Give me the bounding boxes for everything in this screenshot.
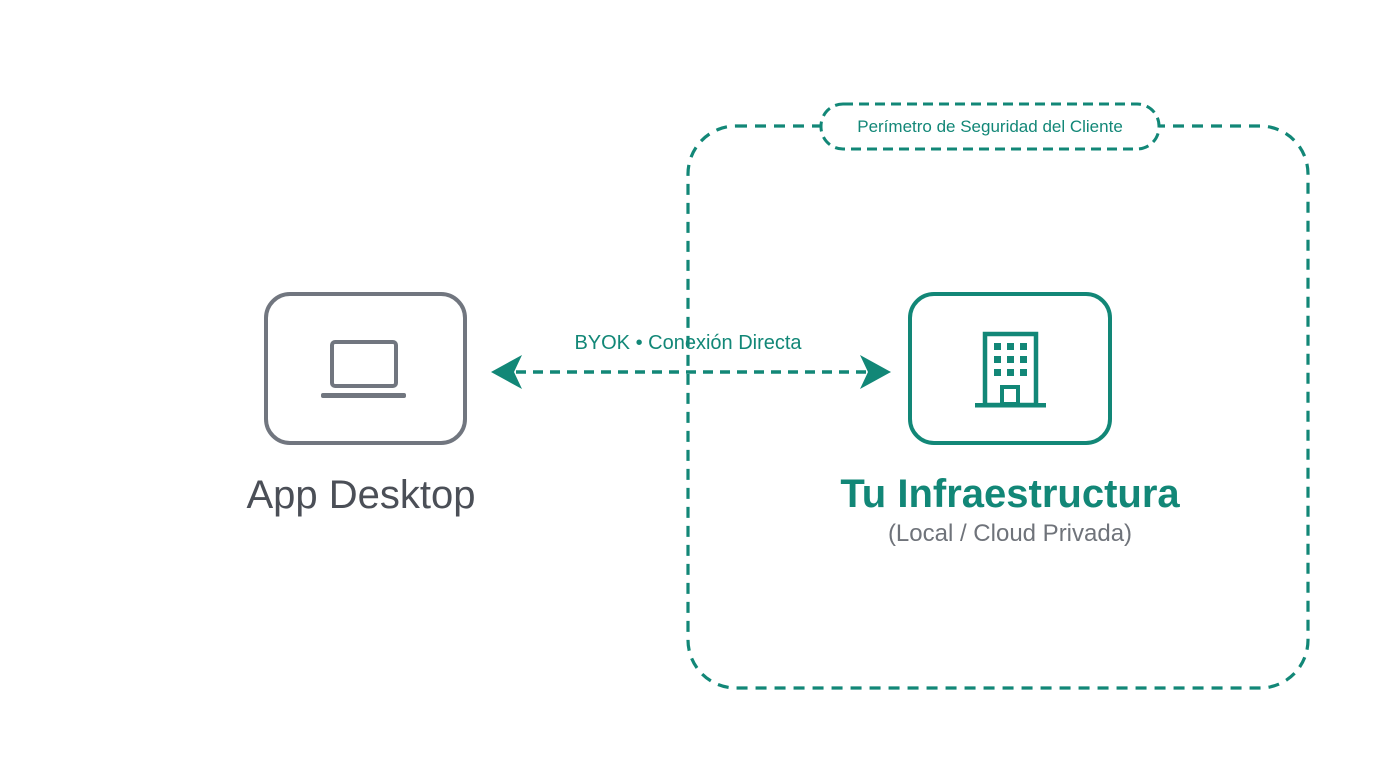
connection-label: BYOK • Conexión Directa	[574, 332, 802, 354]
infrastructure-node-sublabel: (Local / Cloud Privada)	[887, 520, 1133, 547]
building-icon	[975, 331, 1046, 408]
perimeter-label: Perímetro de Seguridad del Cliente	[857, 117, 1123, 136]
desktop-node	[264, 292, 467, 445]
desktop-node-label: App Desktop	[246, 473, 476, 517]
perimeter-label-pill	[819, 102, 1161, 151]
infrastructure-node-label: Tu Infraestructura	[840, 472, 1180, 516]
infrastructure-node	[908, 292, 1112, 445]
arrowhead-left	[491, 355, 522, 389]
laptop-icon	[321, 340, 406, 398]
arrowhead-right	[860, 355, 891, 389]
